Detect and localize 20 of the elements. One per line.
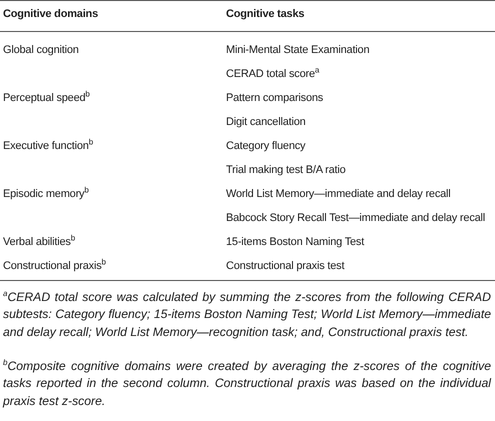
column-header: Cognitive domains bbox=[3, 7, 98, 22]
column-header: Cognitive tasks bbox=[226, 7, 304, 22]
domain-cell: Constructional praxis$^{b}$ bbox=[3, 258, 106, 274]
task-cell-text: World List Memory—immediate and delay recall bbox=[226, 187, 451, 202]
task-cell-text: Trial making test B/A ratio bbox=[226, 163, 346, 178]
domain-cell-text: Global cognition bbox=[3, 43, 79, 58]
task-cell-text: Babcock Story Recall Test—immediate and delay recall bbox=[226, 211, 486, 226]
domain-cell: Episodic memory$^{b}$ bbox=[3, 186, 89, 202]
task-cell: CERAD total score$^{a}$ bbox=[226, 66, 320, 82]
domain-cell: Executive function$^{b}$ bbox=[3, 138, 93, 154]
task-cell-text: Pattern comparisons bbox=[226, 91, 324, 106]
task-cell-text: Digit cancellation bbox=[226, 115, 306, 130]
task-cell-text: Category fluency bbox=[226, 139, 306, 154]
footnote: $^{a}$CERAD total score was calculated by summing the z-scores from the following CERAD subtests: Category fluency; 15-items Boston Naming Test; World List Memory—immediate and delay recall; World List Memory—recognition task; and, Constructional praxis test. bbox=[3, 289, 491, 341]
task-cell-text: Mini-Mental State Examination bbox=[226, 43, 370, 58]
domain-cell: Verbal abilities$^{b}$ bbox=[3, 234, 75, 250]
task-cell-text: 15-items Boston Naming Test bbox=[226, 235, 364, 250]
task-cell-text: Constructional praxis test bbox=[226, 259, 344, 274]
footnote: $^{b}$Composite cognitive domains were created by averaging the z-scores of the cognitive tasks reported in the second column. Constructional praxis was based on the individual praxis test z-score. bbox=[3, 358, 491, 410]
domain-cell: Perceptual speed$^{b}$ bbox=[3, 90, 90, 106]
